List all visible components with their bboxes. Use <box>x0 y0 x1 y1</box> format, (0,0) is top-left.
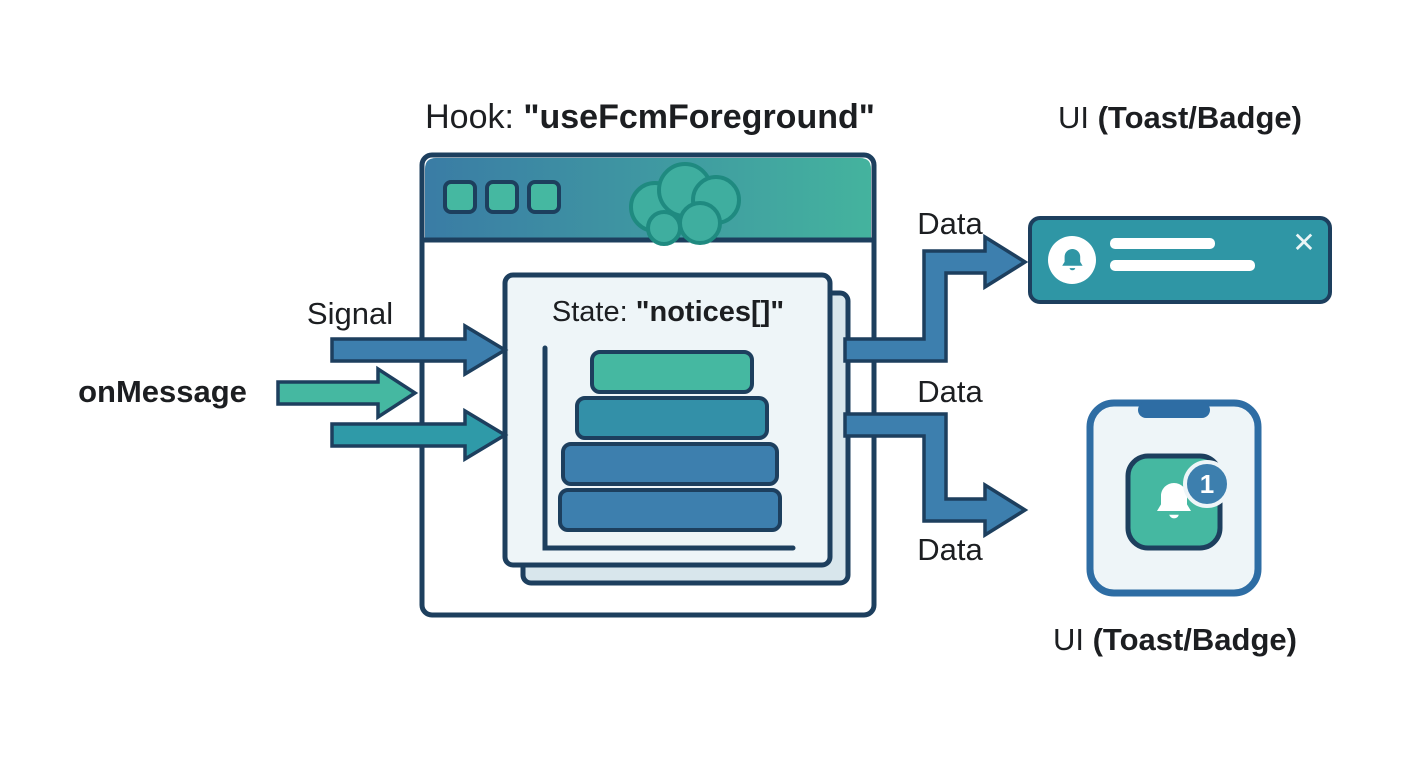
ui-top-emphasis: (Toast/Badge) <box>1097 100 1302 135</box>
notice-bar <box>590 350 754 394</box>
state-label: State: "notices[]" <box>508 296 828 329</box>
badge-circle <box>1183 460 1231 508</box>
window-button-icon <box>527 180 561 214</box>
brain-icon <box>629 162 741 246</box>
ui-top-prefix: UI <box>1057 100 1098 135</box>
toast-text-line <box>1110 238 1215 249</box>
data-arrow-to-toast-icon <box>843 233 1029 363</box>
onmessage-label: onMessage <box>78 374 247 409</box>
title-prefix: Hook: <box>425 98 524 136</box>
state-axis <box>542 345 796 551</box>
hook-window-border <box>419 152 877 618</box>
state-prefix: State: <box>551 296 636 328</box>
ui-bottom-emphasis: (Toast/Badge) <box>1092 622 1297 657</box>
state-name: "notices[]" <box>635 296 785 328</box>
data-arrow-to-badge-icon <box>843 412 1029 539</box>
notice-bar <box>558 488 782 532</box>
signal-label: Signal <box>306 296 394 331</box>
window-button-icon <box>443 180 477 214</box>
toast-text-line <box>1110 260 1255 271</box>
phone-notch <box>1138 402 1210 418</box>
badge-count: 1 <box>1199 469 1215 499</box>
notice-bar <box>561 442 779 486</box>
window-button-icon <box>485 180 519 214</box>
onmessage-arrow-icon <box>276 365 419 421</box>
diagram-title: Hook: "useFcmForeground" <box>400 98 900 137</box>
data-label-top: Data <box>917 206 983 241</box>
ui-label-bottom: UI (Toast/Badge) <box>1010 622 1340 658</box>
data-label-bottom: Data <box>917 532 983 567</box>
data-label-middle: Data <box>917 374 983 409</box>
ui-label-top: UI (Toast/Badge) <box>1015 100 1345 136</box>
input-arrow-icon <box>330 407 509 463</box>
signal-arrow-icon <box>330 322 509 378</box>
ui-bottom-prefix: UI <box>1052 622 1093 657</box>
close-icon: ✕ <box>1292 227 1316 258</box>
notice-bar <box>575 396 769 440</box>
title-hook-name: "useFcmForeground" <box>523 98 875 136</box>
